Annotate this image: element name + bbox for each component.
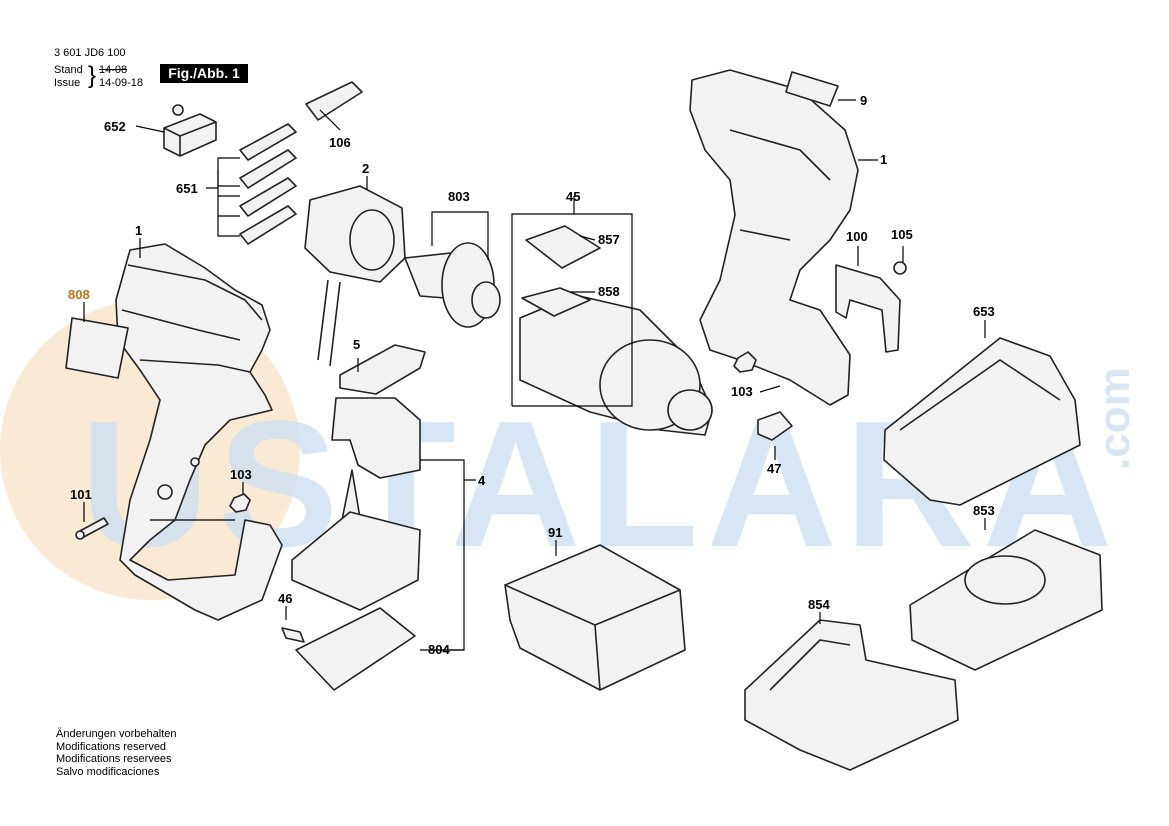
charger-853 [909,529,1103,671]
charger-653 [883,337,1081,506]
part-652 [163,104,217,157]
part-5 [339,344,426,395]
spring-46 [281,627,305,643]
armature-803 [404,242,501,328]
stand-date: 14-08 [99,64,128,76]
notice-es: Salvo modificaciones [56,765,160,778]
housing-left [115,243,283,621]
issue-date: 14-09-18 [99,77,144,89]
callout-5: 5 [353,337,361,352]
label-808 [65,317,129,379]
part-106 [305,81,363,121]
callout-853: 853 [973,503,995,518]
gearbox-45 [519,225,713,436]
callout-808: 808 [68,287,90,302]
callout-652: 652 [104,119,126,134]
part-47 [757,411,793,441]
callout-45: 45 [566,189,581,204]
callout-101: 101 [70,487,92,502]
callout-46: 46 [278,591,293,606]
nut-103-left [229,493,251,513]
callout-857: 857 [598,232,620,247]
part-number: 3 601 JD6 100 [54,47,126,59]
modification-notice: Änderungen vorbehalten Modifications res… [56,728,176,778]
screw-105 [893,261,907,275]
callout-106: 106 [329,135,351,150]
callout-103-right: 103 [731,384,753,399]
stand-label: Stand [54,64,83,76]
callout-103-left: 103 [230,467,252,482]
callout-100: 100 [846,229,868,244]
callout-804: 804 [428,642,450,657]
board-804 [291,511,421,691]
callout-803: 803 [448,189,470,204]
part-651 [239,123,297,245]
brace-icon: } [88,62,97,89]
callout-9: 9 [860,93,868,108]
callout-105: 105 [891,227,913,242]
callout-1-right: 1 [880,152,888,167]
nut-103-right [733,351,757,373]
callout-653: 653 [973,304,995,319]
callout-651: 651 [176,181,198,196]
figure-label: Fig./Abb. 1 [160,64,248,83]
holder-854 [744,619,959,771]
battery-91 [504,544,686,691]
callout-854: 854 [808,597,830,612]
screw-101 [75,517,109,540]
housing-right [689,69,859,406]
notice-en: Modifications reserved [56,740,167,753]
callout-858: 858 [598,284,620,299]
callout-1-left: 1 [135,223,143,238]
label-9 [785,71,839,107]
belt-clip-100 [835,264,901,353]
callout-4: 4 [478,473,486,488]
notice-fr: Modifications reservees [56,753,172,766]
callout-91: 91 [548,525,563,540]
notice-de: Änderungen vorbehalten [56,728,177,740]
stator-2 [304,185,406,367]
issue-label: Issue [54,77,81,89]
callout-47: 47 [767,461,782,476]
callout-2: 2 [362,161,370,176]
